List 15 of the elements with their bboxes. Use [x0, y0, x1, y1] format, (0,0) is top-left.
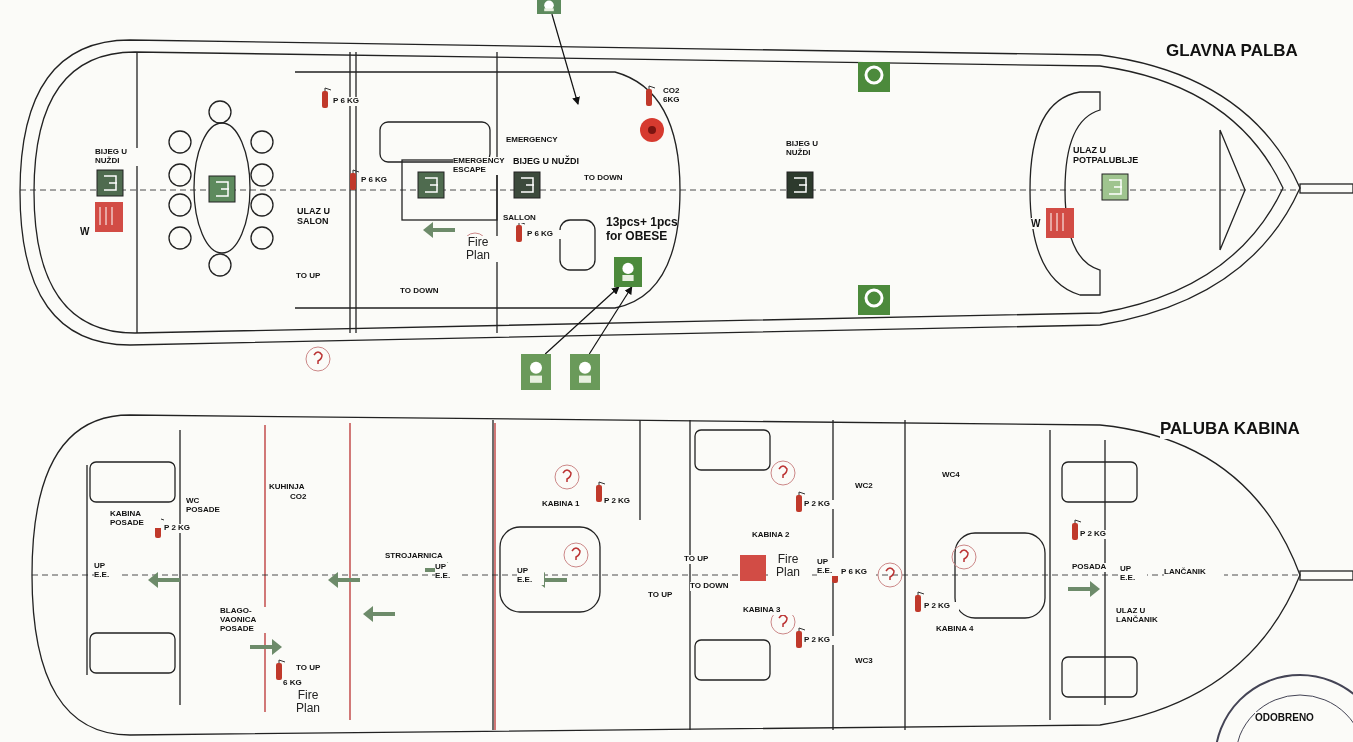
quantity-note: 13pcs+ 1pcs for OBESE	[606, 215, 679, 243]
extinguisher-label: P 2 KG	[924, 602, 959, 611]
leader-line	[588, 286, 633, 355]
hydrant-label: W	[1031, 218, 1041, 229]
hydrant-label: W	[80, 226, 90, 237]
exit-hatch-label: UP E.E.	[1120, 565, 1147, 583]
exit-hatch-label: UP E.E.	[517, 567, 544, 585]
room-label: LANČANIK	[1164, 568, 1224, 577]
leader-line	[544, 286, 620, 355]
escape-label: BIJEG U NUŽDI	[95, 148, 140, 166]
stamp-text: ODOBRENO	[1255, 712, 1315, 723]
room-label: KABINA POSADE	[110, 510, 161, 528]
extinguisher-label: P 6 KG	[841, 568, 876, 577]
room-label: KABINA 3	[743, 606, 794, 615]
exit-hatch-label: UP E.E.	[94, 562, 121, 580]
